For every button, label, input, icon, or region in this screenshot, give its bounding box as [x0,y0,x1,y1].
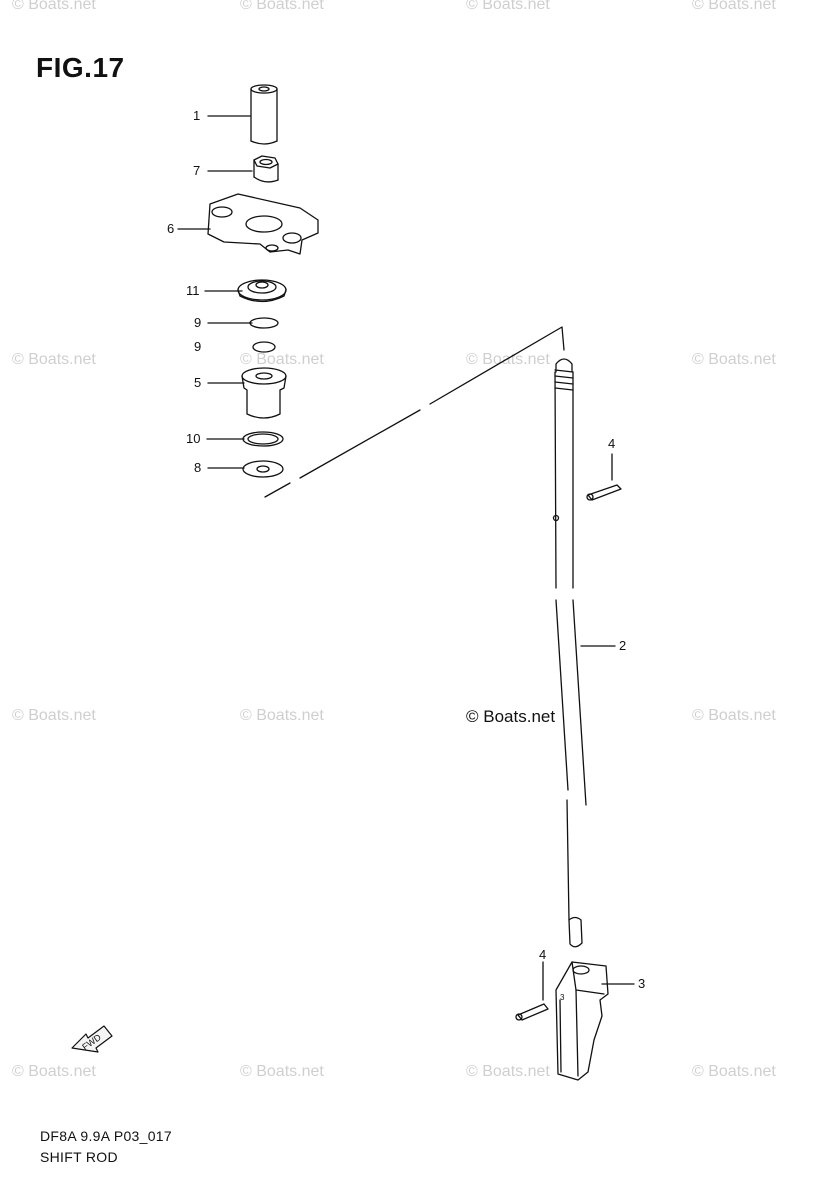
callout-6: 6 [167,221,175,236]
watermark: © Boats.net [692,0,776,13]
part-2-shift-rod [552,358,587,948]
callout-10: 10 [186,431,201,446]
watermark: © Boats.net [12,707,96,724]
callout-9: 9 [194,315,202,330]
callout-5: 5 [194,375,202,390]
part-4-pin [586,484,622,501]
assembly-line [429,326,565,405]
part-4-pin [515,1003,549,1021]
watermark: © Boats.net [466,1063,550,1080]
watermark: © Boats.net [12,351,96,368]
callout-7: 7 [193,163,201,178]
callout-11: 11 [186,283,200,298]
part-10-ring [242,431,284,447]
figure-title: FIG.17 [36,52,125,83]
watermark: © Boats.net [466,0,550,13]
part-6-plate [207,193,319,255]
part-7-nut [253,155,279,183]
watermark: © Boats.net [240,0,324,13]
fwd-arrow-icon [71,1025,113,1053]
watermark: © Boats.net [12,0,96,13]
part-9-oring [249,317,279,329]
watermark: © Boats.net [466,351,550,368]
watermark: © Boats.net [240,351,324,368]
part-1-collar [250,84,278,145]
watermark: © Boats.net [692,351,776,368]
callout-4: 4 [539,947,547,962]
part-11-washer [237,279,287,303]
callout-9: 9 [194,339,202,354]
diagram-code: DF8A 9.9A P03_017 [40,1128,172,1144]
assembly-line [264,482,291,498]
watermark: © Boats.net [12,1063,96,1080]
part-8-washer [242,460,284,478]
watermark: © Boats.net [692,707,776,724]
watermark: © Boats.net [240,1063,324,1080]
watermark: © Boats.net [692,1063,776,1080]
diagram-name: SHIFT ROD [40,1149,118,1165]
part-9-oring [252,341,276,353]
callout-3: 3 [638,976,646,991]
callout-8: 8 [194,460,202,475]
center-watermark: © Boats.net [466,707,556,726]
watermark: © Boats.net [240,707,324,724]
assembly-line [299,409,421,479]
callout-2: 2 [619,638,627,653]
callout-1: 1 [193,108,201,123]
part-5-bushing [241,367,287,419]
part-3-shift-cam [555,961,609,1081]
cam-mark: 3 [560,993,565,1002]
callout-4: 4 [608,436,616,451]
